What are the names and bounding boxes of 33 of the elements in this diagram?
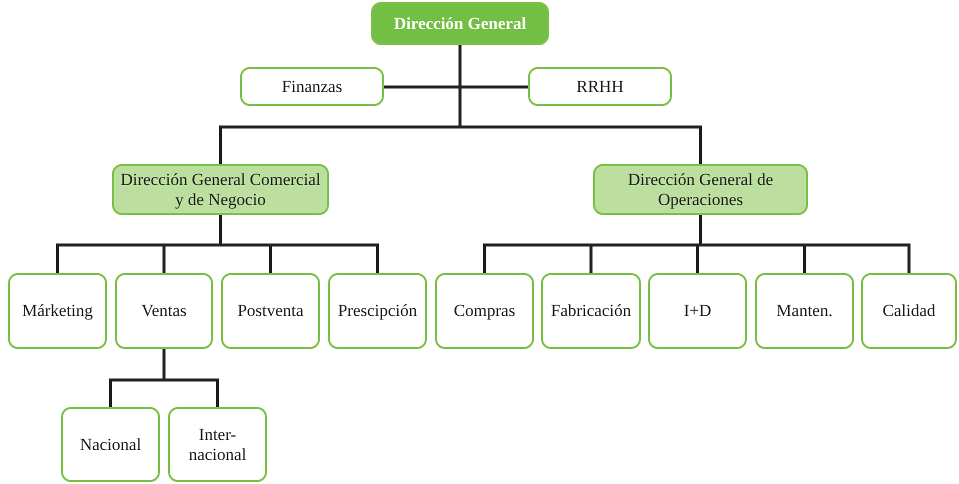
- box-label: Dirección General de Operaciones: [626, 170, 774, 210]
- org-box: [221, 273, 320, 349]
- org-box: [648, 273, 747, 349]
- box-label: Dirección General Comercial y de Negocio: [119, 170, 322, 210]
- org-box: [371, 2, 549, 45]
- org-box: [328, 273, 427, 349]
- box-label: Ventas: [141, 301, 187, 321]
- org-box: [593, 164, 808, 215]
- box-label: Márketing: [22, 301, 93, 321]
- org-box: [541, 273, 641, 349]
- box-label: Manten.: [776, 301, 833, 321]
- org-box: [861, 273, 957, 349]
- connector-line: [162, 349, 219, 407]
- org-box: [168, 407, 267, 482]
- box-label: Inter- nacional: [188, 424, 246, 464]
- org-box: [528, 67, 672, 106]
- org-box: [8, 273, 107, 349]
- box-label: Fabricación: [550, 301, 632, 321]
- org-box: [115, 273, 213, 349]
- box-label: Calidad: [882, 301, 936, 321]
- org-box: [112, 164, 329, 215]
- box-label: RRHH: [576, 76, 624, 96]
- box-label: Compras: [454, 301, 516, 321]
- box-label: Nacional: [80, 434, 142, 454]
- org-box: [61, 407, 160, 482]
- box-label: Postventa: [237, 301, 304, 321]
- org-box: [755, 273, 854, 349]
- org-box: [240, 67, 384, 106]
- org-box: [435, 273, 534, 349]
- box-label: Prescipción: [338, 301, 418, 321]
- box-label: Finanzas: [282, 76, 342, 96]
- box-label: Dirección General: [394, 14, 526, 34]
- box-label: I+D: [684, 301, 712, 321]
